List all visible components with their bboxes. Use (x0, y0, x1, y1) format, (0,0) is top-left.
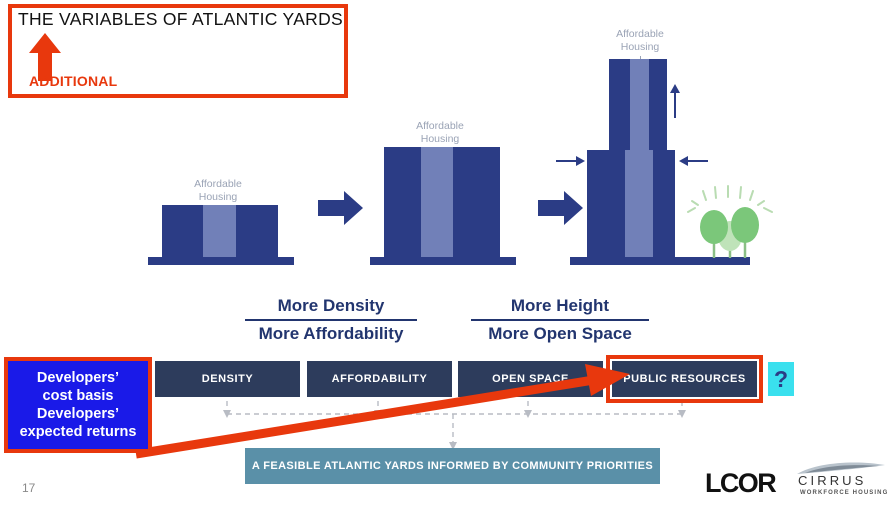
building-medium-base (370, 257, 516, 265)
cirrus-swoosh-icon (797, 462, 885, 474)
fraction-denominator-openspace: More Open Space (488, 324, 632, 343)
developers-callout-text: Developers’ cost basis Developers’ expec… (19, 370, 137, 440)
pill-density[interactable]: DENSITY (155, 361, 300, 397)
building-tall-affordable-band-lower (625, 150, 653, 257)
step-arrow-1 (318, 191, 363, 225)
fraction-density-affordability: More Density More Affordability (245, 295, 417, 345)
openspace-arrow-right-icon (556, 156, 585, 166)
pill-affordability-label: AFFORDABILITY (331, 373, 428, 385)
cirrus-logo: CIRRUS (798, 473, 867, 488)
pill-public-resources[interactable]: PUBLIC RESOURCES (612, 361, 757, 397)
building-tall-affordable-band-upper (630, 59, 649, 150)
lcor-logo: LCOR (705, 468, 777, 498)
additional-label: ADDITIONAL (29, 73, 118, 89)
fraction-rule-2 (471, 319, 649, 321)
height-up-arrow-icon (670, 84, 680, 118)
developers-callout-box[interactable]: Developers’ cost basis Developers’ expec… (4, 357, 152, 453)
fraction-height-openspace: More Height More Open Space (471, 295, 649, 345)
building-tall-base (570, 257, 750, 265)
building-small-base (148, 257, 294, 265)
fraction-numerator-density: More Density (277, 296, 385, 315)
fraction-denominator-affordability: More Affordability (258, 324, 404, 343)
pill-density-label: DENSITY (201, 373, 254, 385)
openspace-arrow-left-icon (679, 156, 708, 166)
question-marker[interactable]: ? (768, 362, 794, 396)
building-medium-affordable-band (421, 147, 453, 257)
cirrus-tagline: WORKFORCE HOUSING (800, 490, 889, 496)
additional-callout-arrow (29, 33, 61, 81)
question-mark-icon: ? (773, 365, 789, 392)
pill-affordability[interactable]: AFFORDABILITY (307, 361, 452, 397)
pill-open-space-label: OPEN SPACE (492, 373, 569, 385)
title-highlight-box (8, 4, 348, 98)
fraction-numerator-height: More Height (510, 296, 610, 315)
building-small-affordable-band (203, 205, 236, 257)
developers-to-public-resources-arrow (135, 364, 630, 459)
pill-public-resources-label: PUBLIC RESOURCES (623, 373, 746, 385)
fraction-rule-1 (245, 319, 417, 321)
feasible-outcome-text: A FEASIBLE ATLANTIC YARDS INFORMED BY CO… (251, 460, 654, 472)
trees-open-space-icon (687, 185, 773, 258)
page-number: 17 (22, 481, 36, 495)
page-title: THE VARIABLES OF ATLANTIC YARDS (18, 9, 344, 29)
feasible-outcome-banner: A FEASIBLE ATLANTIC YARDS INFORMED BY CO… (245, 448, 660, 484)
step-arrow-2 (538, 191, 583, 225)
